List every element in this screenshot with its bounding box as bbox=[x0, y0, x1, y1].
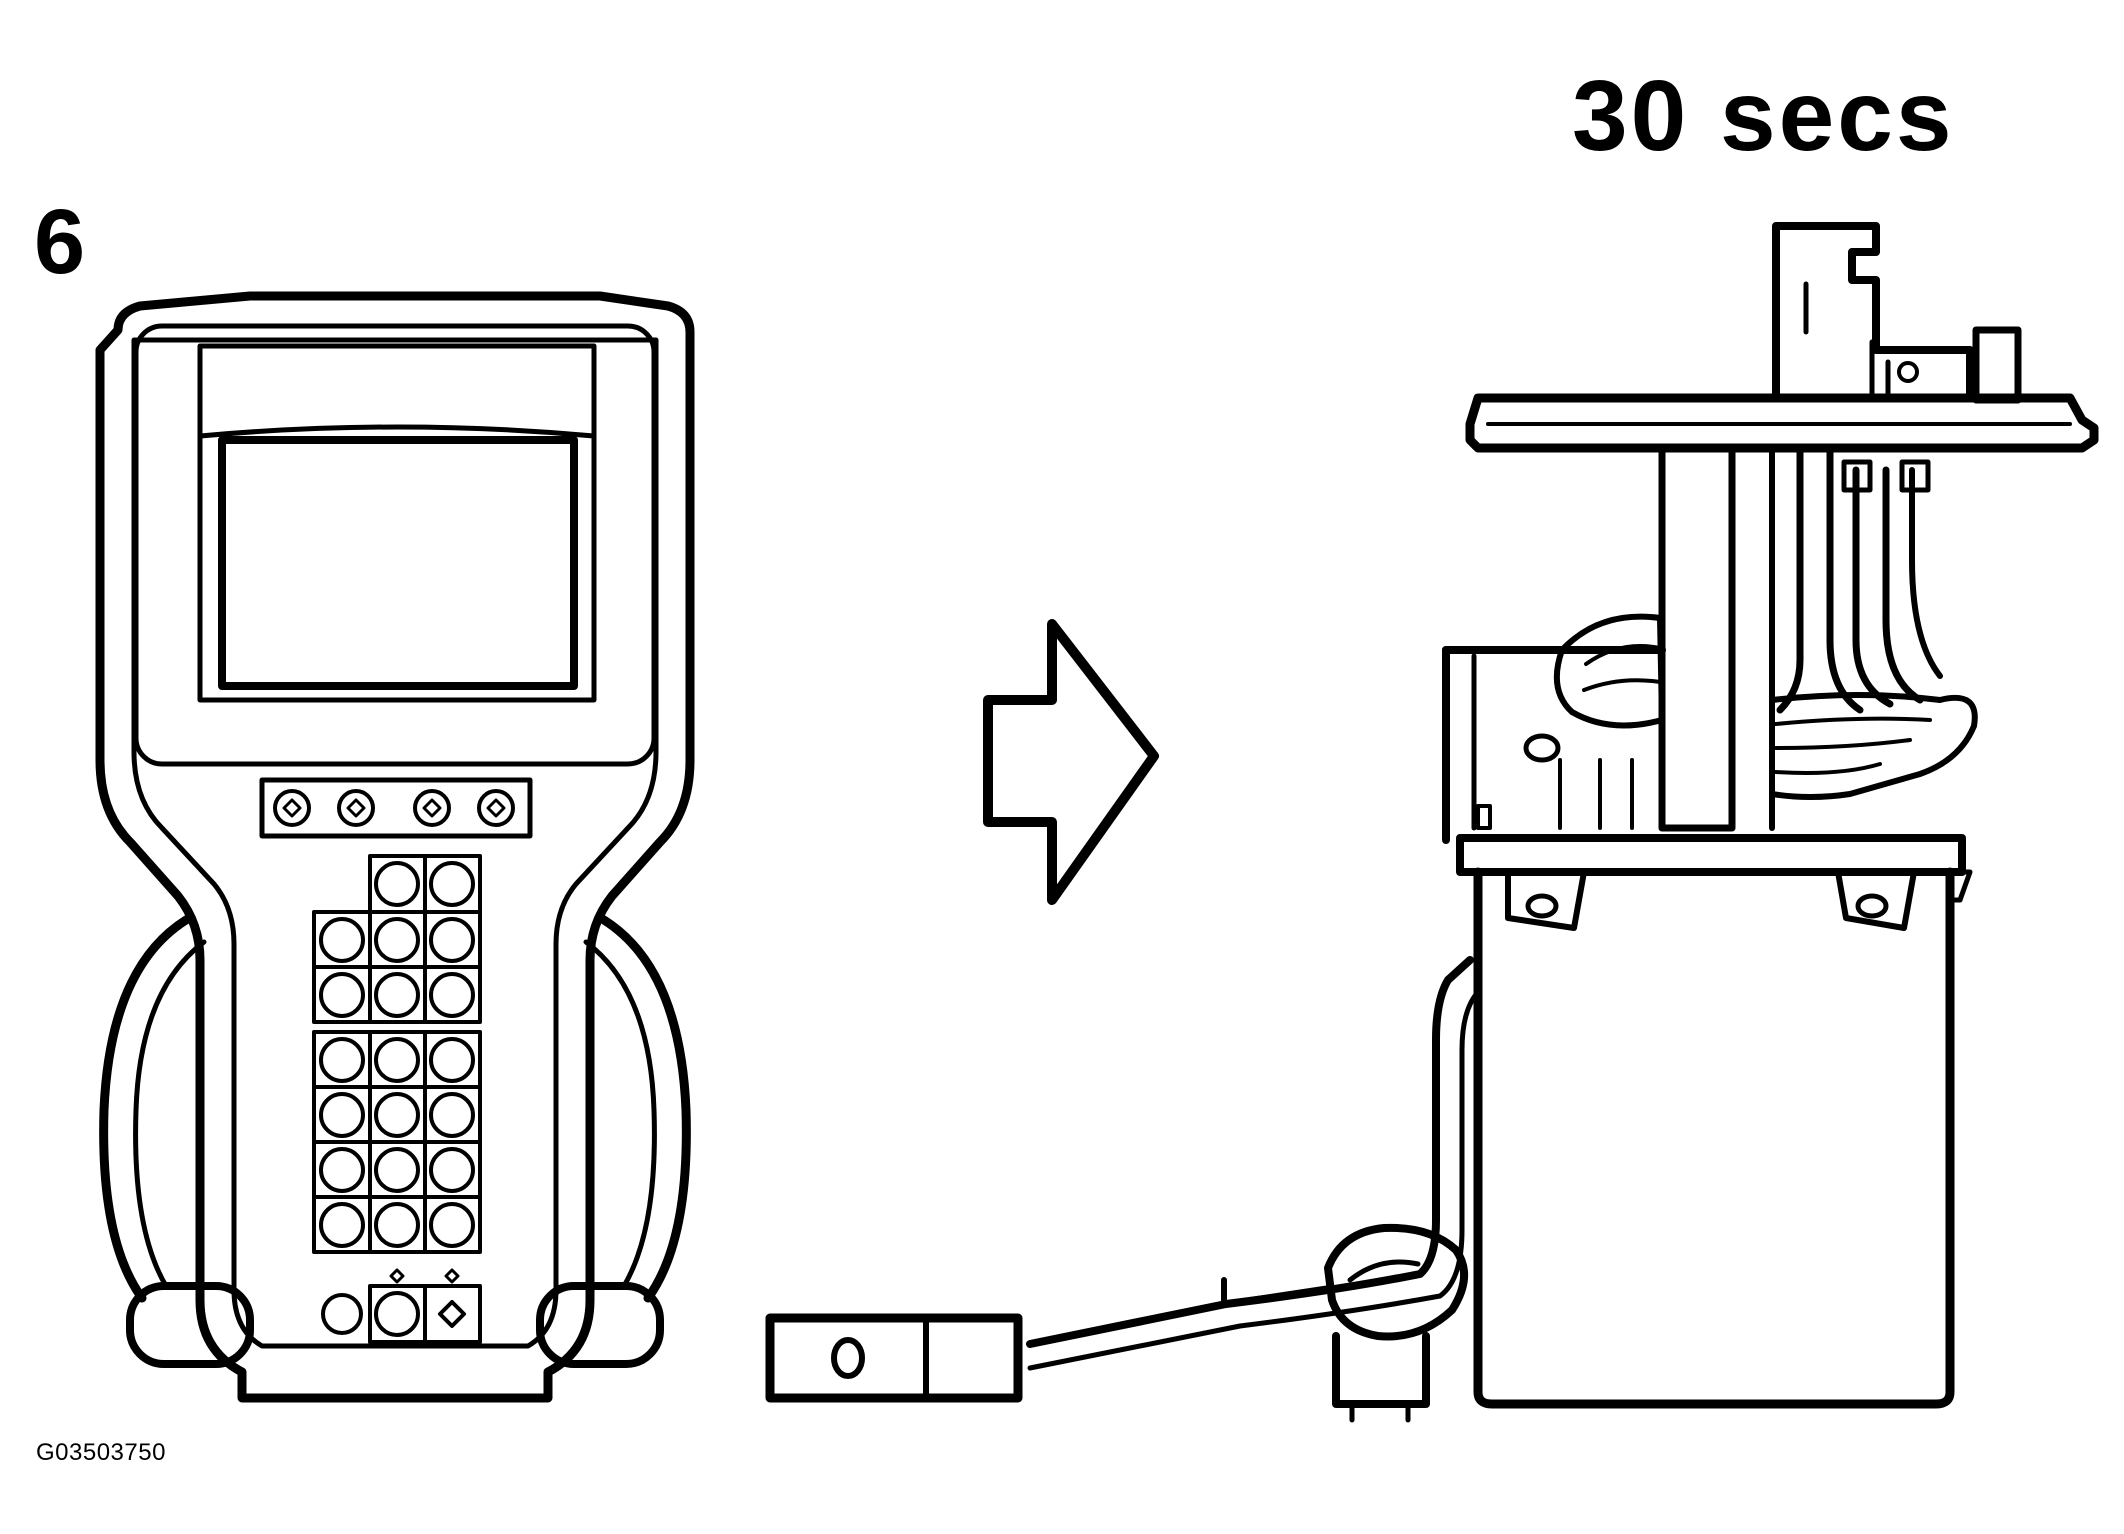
fuel-pump-module-icon bbox=[765, 222, 2099, 1423]
figure-id: G03503750 bbox=[36, 1439, 166, 1466]
function-keys bbox=[273, 789, 515, 827]
keypad-lower bbox=[312, 1030, 482, 1254]
step-number: 6 bbox=[34, 191, 86, 293]
scan-tool-icon bbox=[95, 291, 695, 1403]
arrow-right-icon bbox=[983, 619, 1159, 905]
keypad-bottom bbox=[321, 1268, 482, 1344]
test-lead-connector bbox=[765, 1313, 1023, 1403]
keypad-upper bbox=[312, 854, 482, 1024]
duration-label: 30 secs bbox=[1572, 60, 1955, 172]
